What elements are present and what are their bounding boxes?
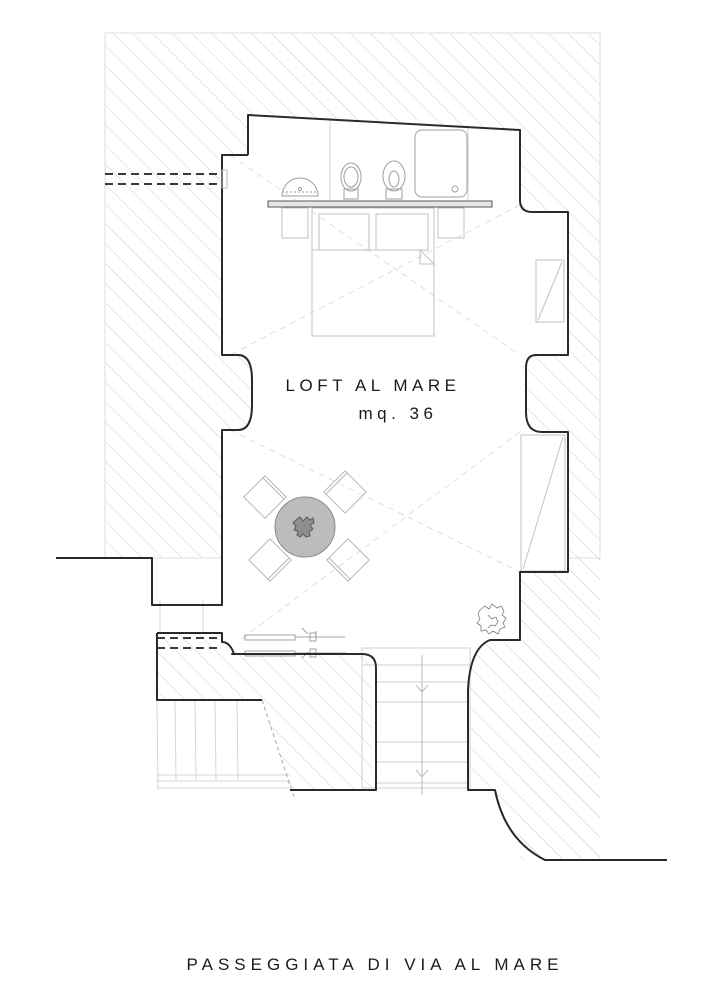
window-frame-icon: [221, 169, 228, 189]
bathroom-fixtures: [281, 118, 469, 200]
arrow-down-icon: [415, 769, 429, 778]
plant-icon: [476, 603, 507, 635]
dining-set: [243, 470, 370, 582]
counter-shelf: [267, 200, 493, 208]
bidet-icon: [340, 162, 362, 200]
bicycle-icon: [244, 627, 345, 642]
wardrobe-icon: [535, 259, 565, 323]
shower-tray-icon: [414, 129, 468, 198]
chair-icon: [326, 538, 370, 582]
arrow-down-icon: [415, 684, 429, 693]
toilet-icon: [382, 160, 406, 200]
walls: [56, 114, 667, 861]
room-area-label: mq. 36: [358, 404, 438, 423]
table-plant-icon: [292, 516, 315, 538]
chair-icon: [243, 475, 287, 519]
room-name-label: LOFT AL MARE: [285, 376, 461, 395]
stairs-icon: [361, 647, 471, 795]
street-name-label: PASSEGGIATA DI VIA AL MARE: [186, 955, 564, 974]
lower-steps: [156, 600, 296, 801]
chair-icon: [323, 470, 367, 514]
nightstand-right-icon: [437, 207, 465, 239]
wall-openings: [105, 173, 222, 649]
chair-icon: [248, 538, 292, 582]
loft-interior: [222, 115, 568, 790]
washbasin-icon: [281, 177, 319, 197]
guide-lines: [229, 154, 521, 641]
nightstand-left-icon: [281, 207, 309, 239]
double-bed-icon: [311, 207, 435, 337]
